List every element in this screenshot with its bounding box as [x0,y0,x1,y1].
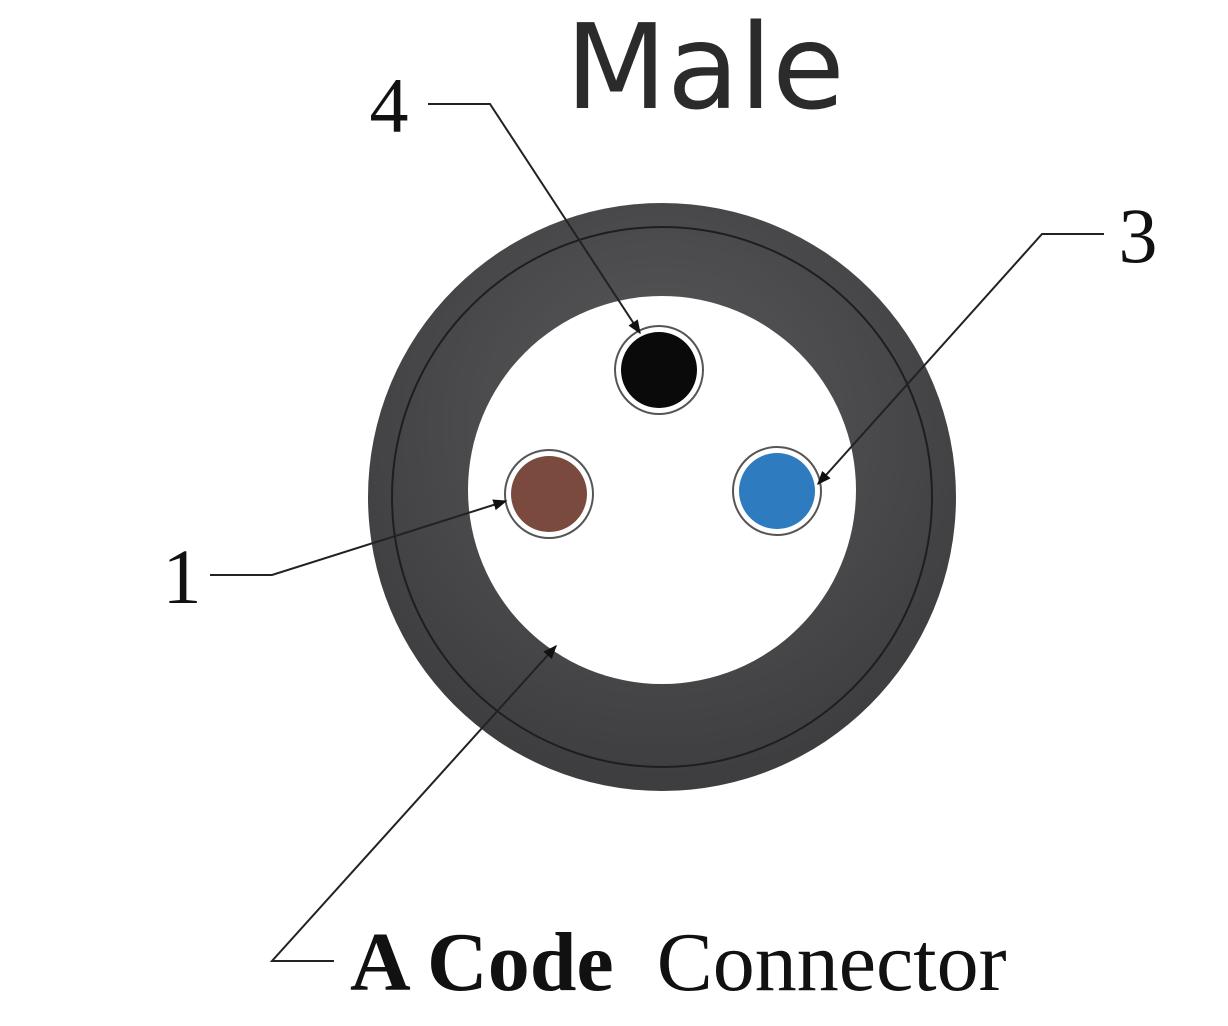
pin-1 [504,449,594,539]
coding-key-leader-line [269,644,557,962]
shell-inner-ring-line [391,226,933,768]
pin-3-contact [739,453,815,529]
pin-4 [614,325,704,415]
caption-connector-word: Connector [657,916,1007,1009]
connector-insert [468,296,856,684]
pin-1-leader-line [210,499,508,576]
connector-shell [368,203,956,791]
pin-4-contact [621,332,697,408]
pin-1-label: 1 [163,533,202,620]
pin-1-contact [511,456,587,532]
diagram-title: Male [565,0,845,136]
pin-3-label: 3 [1119,192,1158,279]
pin-4-leader-line [428,103,641,335]
pin-3 [732,446,822,536]
connector-caption: A Code Connector [350,916,1007,1009]
caption-code-type: A Code [350,916,614,1009]
pin-3-leader-line [817,233,1104,486]
pin-4-label: 4 [370,62,409,149]
